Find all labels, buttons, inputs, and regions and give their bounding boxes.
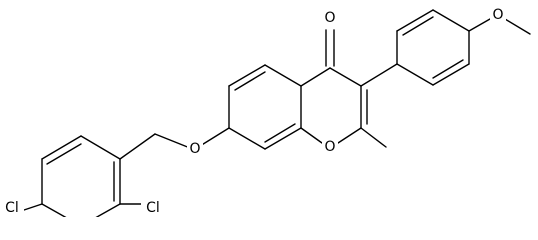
bond xyxy=(23,203,43,211)
bond xyxy=(46,143,82,165)
bond xyxy=(228,127,266,150)
molecule-structure-diagram: O O O O Cl Cl xyxy=(0,5,531,217)
bond xyxy=(300,127,323,144)
atom-label-cl: Cl xyxy=(146,200,160,216)
atom-cl-ortho: Cl xyxy=(141,197,165,216)
bond xyxy=(468,18,491,32)
bond xyxy=(300,67,331,87)
bond xyxy=(432,63,470,86)
atom-cl-para: Cl xyxy=(0,197,24,216)
bond xyxy=(396,63,434,86)
bond xyxy=(396,9,434,32)
atom-label-o: O xyxy=(189,141,200,157)
bond xyxy=(360,127,387,148)
atom-o-methoxy: O xyxy=(490,5,506,23)
bond xyxy=(41,135,82,160)
atom-label-o: O xyxy=(324,10,335,26)
bond xyxy=(228,64,266,87)
bond xyxy=(199,127,230,147)
bond xyxy=(432,59,464,79)
bond xyxy=(264,64,302,87)
bond xyxy=(329,67,362,87)
bond-lines xyxy=(23,9,531,217)
atom-o-ether: O xyxy=(187,139,203,157)
bond xyxy=(264,123,296,143)
atom-o-ring: O xyxy=(322,137,338,155)
bond xyxy=(95,203,121,217)
atom-o-carbonyl: O xyxy=(322,8,338,26)
bond xyxy=(154,133,191,149)
bond xyxy=(432,9,470,32)
atom-labels: O O O O Cl Cl xyxy=(0,5,506,216)
atom-label-cl: Cl xyxy=(5,200,19,216)
bond xyxy=(234,71,266,91)
bond xyxy=(360,63,398,87)
atom-label-o: O xyxy=(324,139,335,155)
bond xyxy=(337,127,362,144)
bond xyxy=(41,203,67,217)
atom-label-o: O xyxy=(492,7,503,23)
bond xyxy=(264,127,302,150)
bond xyxy=(119,133,156,160)
bond xyxy=(402,16,434,36)
bond xyxy=(504,18,531,35)
bond xyxy=(80,135,121,160)
